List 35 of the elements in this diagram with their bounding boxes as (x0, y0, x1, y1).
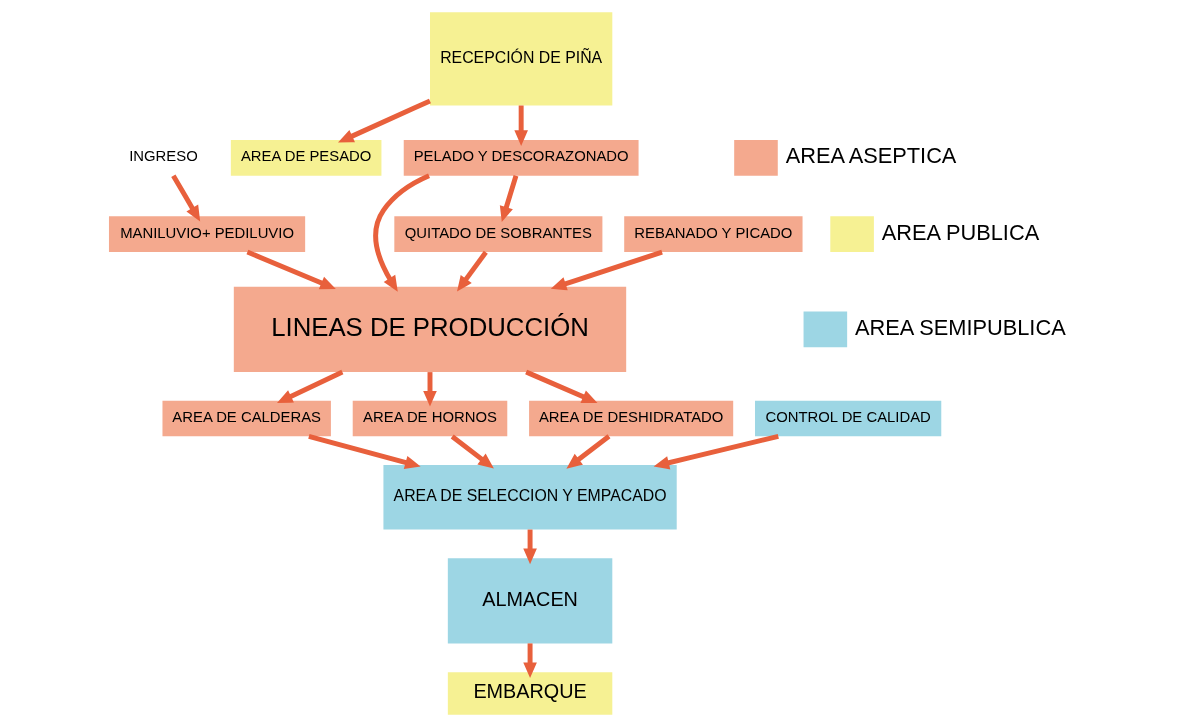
node-box: AREA DE SELECCION Y EMPACADO (383, 465, 677, 530)
arrow (423, 372, 437, 407)
arrow (450, 434, 494, 469)
arrow (653, 433, 779, 470)
arrow (457, 250, 488, 292)
legend-label: AREA SEMIPUBLICA (855, 314, 1066, 340)
arrow (338, 98, 431, 143)
legend-label: AREA PUBLICA (881, 219, 1040, 245)
node-text: INGRESO (129, 148, 198, 165)
node-box: QUITADO DE SOBRANTES (394, 216, 603, 253)
node-box: REBANADO Y PICADO (624, 216, 803, 253)
arrow (525, 369, 598, 403)
node-box: RECEPCIÓN DE PIÑA (430, 12, 613, 106)
arrow (514, 105, 528, 146)
arrow (276, 369, 344, 404)
node-box: MANILUVIO+ PEDILUVIO (108, 216, 306, 253)
arrow (566, 434, 611, 469)
node-box: AREA DE HORNOS (352, 400, 508, 437)
node-box: ALMACEN (447, 558, 613, 644)
arrow (550, 249, 663, 291)
arrow (171, 174, 201, 222)
arrow (523, 529, 537, 565)
node-box: CONTROL DE CALIDAD (755, 400, 942, 437)
node-box: LINEAS DE PRODUCCIÓN (233, 286, 627, 372)
node-box: AREA DE CALDERAS (162, 400, 331, 437)
arrow (373, 173, 431, 292)
node-box: AREA DE PESADO (230, 140, 382, 176)
node-box: PELADO Y DESCORAZONADO (403, 140, 639, 176)
legend-label: AREA ASEPTICA (785, 143, 957, 169)
node-box: AREA DE DESHIDRATADO (529, 400, 734, 437)
arrow (246, 249, 336, 290)
arrow (308, 433, 421, 470)
arrow (499, 175, 519, 223)
arrow (523, 643, 537, 679)
node-box: EMBARQUE (447, 672, 613, 715)
